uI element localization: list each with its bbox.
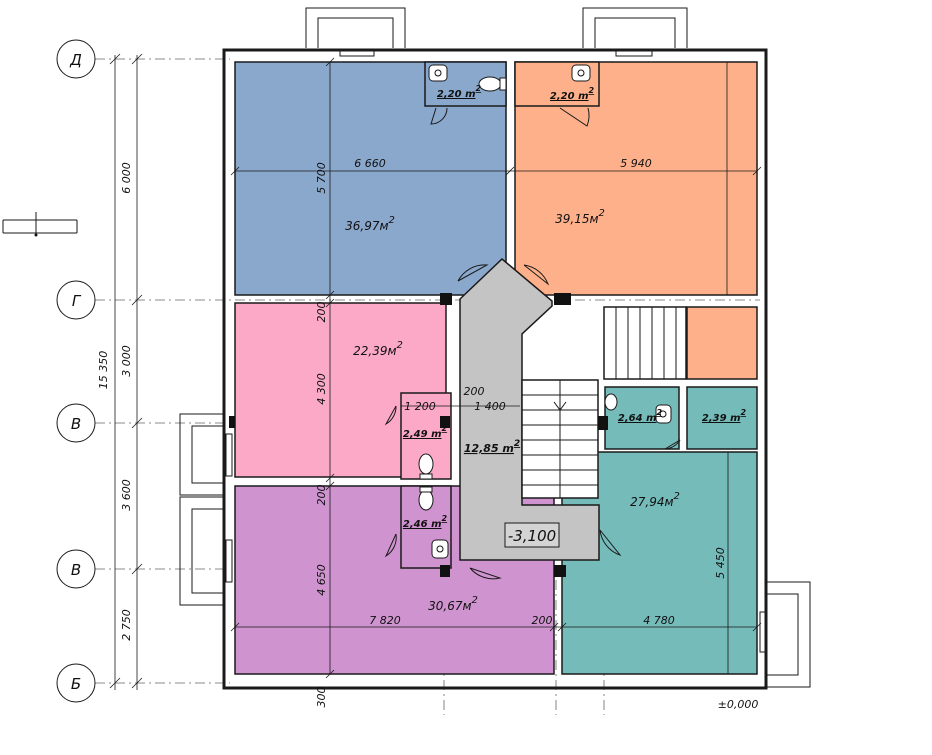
area-orange: 39,15м2 bbox=[555, 208, 605, 226]
area-blue: 36,97м2 bbox=[345, 215, 395, 233]
section-mark bbox=[2, 212, 78, 237]
level-stair: -3,100 bbox=[508, 527, 556, 545]
dim-wall-200-b: 200 bbox=[315, 485, 328, 506]
dim-w-teal: 4 780 bbox=[643, 614, 675, 627]
dim-wall-200-c: 200 bbox=[532, 614, 553, 627]
wall-columns bbox=[229, 293, 608, 577]
dim-h-blue: 5 700 bbox=[315, 162, 328, 194]
toilet-icon bbox=[478, 76, 507, 92]
area-corridor: 12,85 m2 bbox=[464, 439, 520, 455]
dim-w-blue: 6 660 bbox=[354, 157, 386, 170]
axis-bubble-b: Б bbox=[56, 663, 96, 703]
axis-label-g: Г bbox=[72, 292, 82, 310]
toilet-icon bbox=[418, 453, 434, 480]
sink-icon bbox=[655, 404, 672, 424]
axis-label-v1: В bbox=[71, 415, 81, 433]
area-wc-4: 2,46 m2 bbox=[403, 514, 448, 530]
area-pink: 22,39м2 bbox=[353, 340, 403, 358]
outer-wall bbox=[222, 48, 768, 690]
dim-d-g: 6 000 bbox=[120, 162, 133, 194]
axis-bubble-v2: В bbox=[56, 549, 96, 589]
interior-ticks bbox=[230, 57, 762, 679]
area-wc-5: 2,64 m2 bbox=[618, 408, 663, 424]
doors bbox=[384, 107, 681, 580]
level-zero: ±0,000 bbox=[718, 698, 759, 711]
dim-h-pink: 4 300 bbox=[315, 373, 328, 405]
left-window-bay-top bbox=[179, 413, 233, 496]
area-teal: 27,94м2 bbox=[630, 491, 680, 509]
area-wc-3: 2,49 m2 bbox=[403, 424, 448, 440]
axis-label-b: Б bbox=[71, 675, 81, 693]
area-violet: 30,67м2 bbox=[428, 595, 478, 613]
dim-h-teal: 5 450 bbox=[714, 547, 727, 579]
area-wc-2: 2,20 m2 bbox=[550, 86, 595, 102]
sink-icon bbox=[571, 64, 591, 82]
dim-ticks bbox=[109, 53, 143, 689]
sink-icon bbox=[431, 539, 449, 559]
wc-6 bbox=[686, 386, 758, 450]
toilet-icon bbox=[418, 486, 434, 511]
axis-label-v2: В bbox=[71, 561, 81, 579]
dim-g-v: 3 000 bbox=[120, 345, 133, 377]
sink-icon bbox=[428, 64, 448, 82]
dim-v-b: 2 750 bbox=[120, 609, 133, 641]
dim-w-violet: 7 820 bbox=[369, 614, 401, 627]
toilet-icon bbox=[604, 393, 618, 411]
axis-label-d: Д bbox=[69, 51, 82, 69]
dim-w-orange: 5 940 bbox=[620, 157, 652, 170]
dim-bottom-300: 300 bbox=[315, 687, 328, 708]
dim-h-violet: 4 650 bbox=[315, 564, 328, 596]
area-wc-6: 2,39 m2 bbox=[702, 408, 747, 424]
dim-wc-1200: 1 200 bbox=[404, 400, 436, 413]
axis-bubble-v1: В bbox=[56, 403, 96, 443]
stair-block bbox=[521, 306, 687, 499]
axis-bubble-d: Д bbox=[56, 39, 96, 79]
dim-wc-1400: 1 400 bbox=[474, 400, 506, 413]
area-wc-1: 2,20 m2 bbox=[437, 84, 482, 100]
left-window-bay-bottom bbox=[179, 496, 233, 606]
dim-corr-200: 200 bbox=[464, 385, 485, 398]
dim-v-v: 3 600 bbox=[120, 479, 133, 511]
wc-5 bbox=[604, 386, 680, 450]
level-box bbox=[504, 522, 560, 548]
axis-bubble-g: Г bbox=[56, 280, 96, 320]
dim-wall-200-a: 200 bbox=[315, 302, 328, 323]
dim-total: 15 350 bbox=[97, 351, 110, 390]
stair-landing bbox=[686, 306, 758, 380]
